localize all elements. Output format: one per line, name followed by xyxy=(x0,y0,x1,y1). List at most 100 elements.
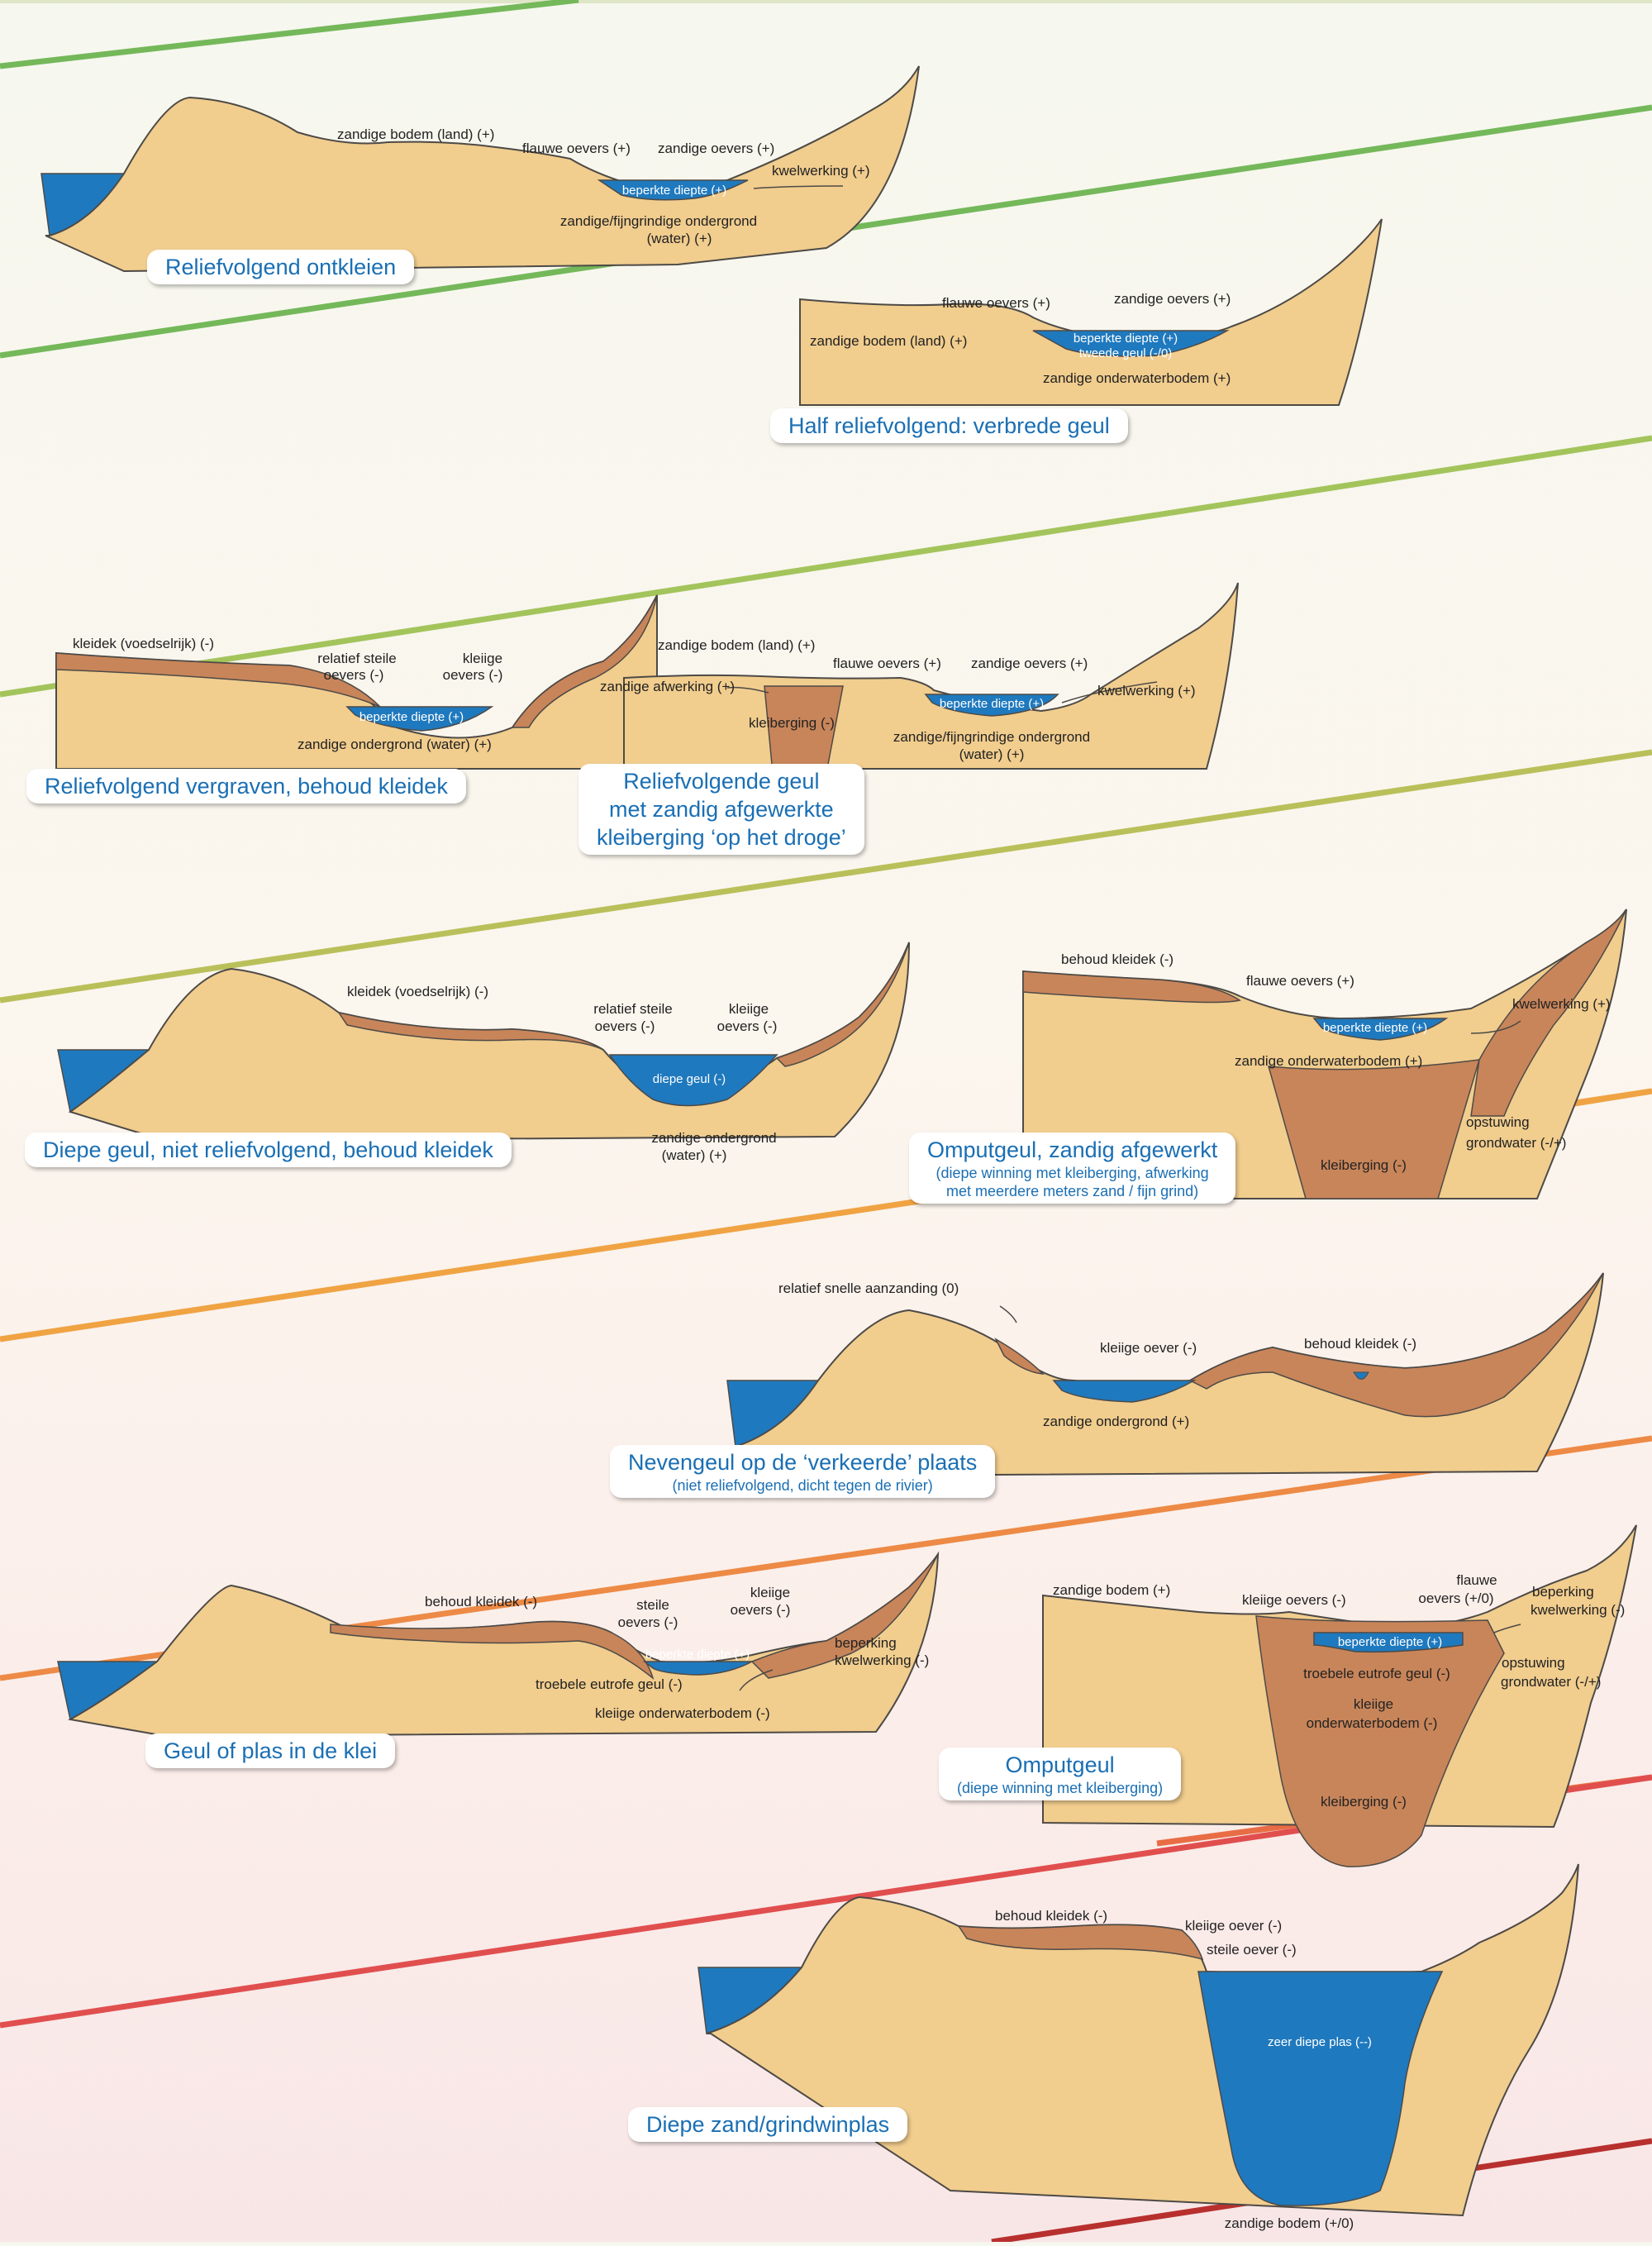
label: onderwaterbodem (-) xyxy=(1307,1715,1438,1731)
label: steile xyxy=(636,1597,669,1613)
channel-water xyxy=(597,179,749,201)
clay-storage xyxy=(1255,1615,1505,1867)
panel-6-omputgeul-zandig xyxy=(1022,908,1627,1199)
deep-lake xyxy=(1197,1971,1444,2206)
label: kleiberging (-) xyxy=(1321,1157,1407,1173)
panel-9-omputgeul xyxy=(1042,1524,1637,1867)
label: oevers (-) xyxy=(443,667,503,683)
label: zandige afwerking (+) xyxy=(600,679,735,694)
label: relatief snelle aanzanding (0) xyxy=(778,1280,959,1296)
label: oevers (-) xyxy=(324,667,384,683)
panel-title: Reliefvolgende geul met zandig afgewerkt… xyxy=(578,764,864,855)
label: opstuwing xyxy=(1466,1114,1530,1130)
clay-layer xyxy=(1188,1272,1604,1418)
water-label: beperkte diepte (+) xyxy=(1323,1021,1427,1035)
label: zandige bodem (land) (+) xyxy=(658,637,815,653)
channel-water xyxy=(1312,1018,1449,1041)
label: zandige onderwaterbodem (+) xyxy=(1043,370,1231,386)
label: troebele eutrofe geul (-) xyxy=(536,1676,683,1692)
panel-title: Diepe zand/grindwinplas xyxy=(628,2107,908,2142)
panel-title: Nevengeul op de ‘verkeerde’ plaats (niet… xyxy=(610,1445,996,1498)
panel-3-vergraven-kleidek xyxy=(55,594,658,770)
panel-labels: zandige bodem (land) (+) flauwe oevers (… xyxy=(73,126,1625,2231)
label: kleiige xyxy=(750,1585,790,1600)
panel-10-diepe-zandwinplas xyxy=(697,1863,1579,2217)
label: opstuwing xyxy=(1502,1655,1565,1671)
pointer-arrows xyxy=(726,185,1521,1691)
panel-title-line: Reliefvolgende geul xyxy=(623,769,820,794)
label: flauwe oevers (+) xyxy=(1246,973,1354,989)
panel-title: Half reliefvolgend: verbrede geul xyxy=(770,408,1128,443)
panel-title: Omputgeul, zandig afgewerkt (diepe winni… xyxy=(909,1133,1236,1204)
panel-title-line: kleiberging ‘op het droge’ xyxy=(597,825,846,850)
panel-title: Omputgeul (diepe winning met kleiberging… xyxy=(939,1748,1182,1800)
label: behoud kleidek (-) xyxy=(995,1908,1107,1924)
water-label: beperkte diepte (+) xyxy=(1074,331,1178,346)
panel-title-line: Omputgeul xyxy=(1005,1752,1115,1777)
water-label: zeer diepe plas (--) xyxy=(1268,2035,1372,2049)
label: zandige bodem (+/0) xyxy=(1225,2215,1354,2231)
stripe-line xyxy=(0,435,1652,698)
channel-water xyxy=(1052,1380,1197,1403)
clay-bank xyxy=(775,942,910,1067)
label: zandige oevers (+) xyxy=(658,141,774,156)
label: oevers (-) xyxy=(618,1614,678,1630)
panel-title: Reliefvolgend ontkleien xyxy=(147,250,415,284)
clay-bank xyxy=(750,1553,939,1679)
label: (water) (+) xyxy=(662,1147,727,1163)
panel-4-geul-kleiberging xyxy=(623,582,1239,780)
panel-1-reliefvolgend-ontkleien xyxy=(40,65,920,273)
label: kleidek (voedselrijk) (-) xyxy=(347,984,488,999)
water-label: beperkte diepte (+) xyxy=(645,1648,750,1662)
panel-title-line: Nevengeul op de ‘verkeerde’ plaats xyxy=(628,1450,978,1475)
label: kleiige oevers (-) xyxy=(1242,1592,1346,1608)
channel-water xyxy=(608,1054,778,1107)
water-label: beperkte diepte (+) xyxy=(622,184,726,198)
label: grondwater (-/+) xyxy=(1501,1674,1601,1690)
label: kleiige onderwaterbodem (-) xyxy=(595,1705,770,1721)
sand-body xyxy=(706,1863,1579,2217)
panel-title-line: met zandig afgewerkte xyxy=(609,797,834,822)
label: behoud kleidek (-) xyxy=(1304,1336,1416,1352)
label: kleiige xyxy=(729,1001,769,1017)
panel-subtitle: (diepe winning met kleiberging, afwerkin… xyxy=(935,1165,1209,1181)
top-band xyxy=(0,0,1652,3)
panel-subtitle: met meerdere meters zand / fijn grind) xyxy=(946,1183,1199,1199)
label: grondwater (-/+) xyxy=(1466,1135,1566,1151)
label: zandige oevers (+) xyxy=(1114,291,1231,307)
sand-body xyxy=(45,65,920,273)
stripe-line xyxy=(0,749,1652,1004)
label: zandige bodem (land) (+) xyxy=(810,333,967,349)
label: beperking xyxy=(1532,1584,1594,1600)
panel-subtitle: (niet reliefvolgend, dicht tegen de rivi… xyxy=(672,1477,933,1494)
label: oevers (-) xyxy=(595,1018,655,1034)
water-label: beperkte diepte (+) xyxy=(940,697,1044,711)
label: kwelwerking (-) xyxy=(1531,1602,1625,1618)
label: behoud kleidek (-) xyxy=(425,1594,537,1609)
label: kleiige xyxy=(463,651,502,666)
panel-title: Reliefvolgend vergraven, behoud kleidek xyxy=(26,769,466,804)
label: zandige/fijngrindige ondergrond xyxy=(560,213,757,229)
label: kleiige oever (-) xyxy=(1100,1340,1197,1356)
label: oevers (-) xyxy=(731,1602,791,1618)
water-label: beperkte diepte (+) xyxy=(1338,1635,1442,1649)
panel-5-diepe-geul xyxy=(57,942,910,1142)
panel-title: Geul of plas in de klei xyxy=(145,1733,396,1768)
label: zandige ondergrond xyxy=(651,1130,776,1146)
panel-title-line: Omputgeul, zandig afgewerkt xyxy=(927,1137,1218,1162)
clay-bank xyxy=(511,594,658,728)
label: flauwe oevers (+) xyxy=(833,656,941,671)
label: zandige bodem (land) (+) xyxy=(337,126,494,142)
clay-bank-left xyxy=(994,1338,1045,1375)
label: behoud kleidek (-) xyxy=(1061,951,1174,967)
clay-layer xyxy=(957,1924,1204,1961)
water-label: diepe geul (-) xyxy=(653,1072,726,1086)
label: zandige ondergrond (water) (+) xyxy=(298,737,492,752)
channel-water xyxy=(642,1661,753,1676)
label: (water) (+) xyxy=(959,746,1025,762)
clay-bank xyxy=(1470,908,1627,1117)
label: kleiige xyxy=(1354,1696,1393,1712)
channel-water xyxy=(924,694,1059,717)
